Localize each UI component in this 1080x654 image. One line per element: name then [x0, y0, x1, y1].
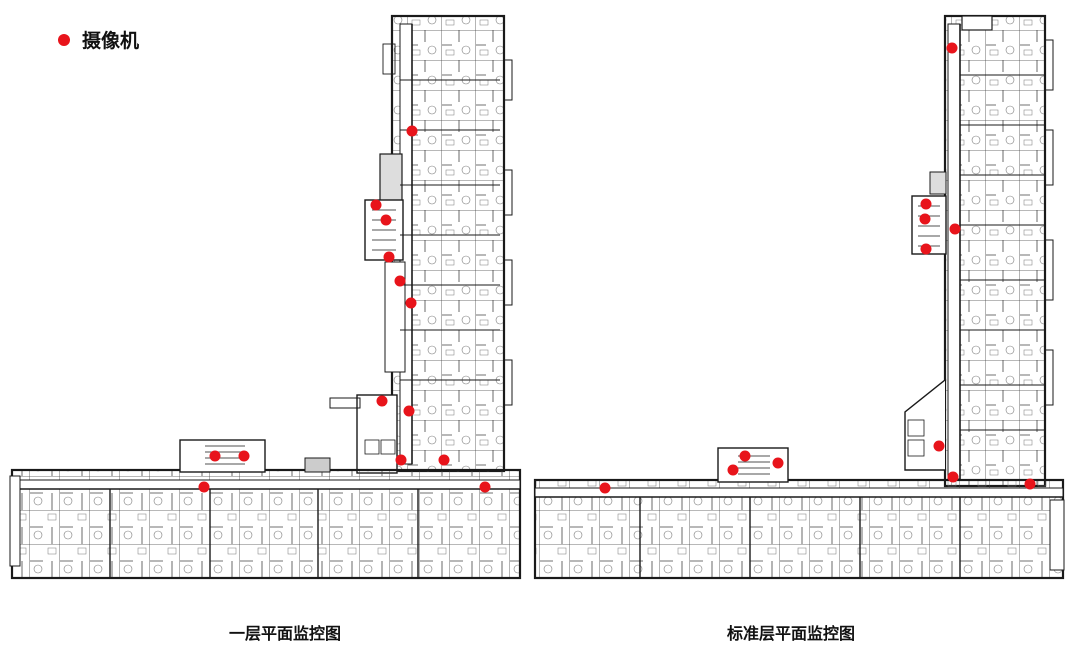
camera-marker: [376, 395, 388, 407]
camera-marker: [380, 214, 392, 226]
camera-marker: [920, 243, 932, 255]
camera-legend-marker-icon: [58, 33, 70, 46]
camera-marker: [405, 297, 417, 309]
camera-markers-floor1: [198, 125, 491, 493]
camera-marker: [394, 275, 406, 287]
camera-marker: [919, 213, 931, 225]
standard-floor-caption: 标准层平面监控图: [726, 624, 856, 643]
camera-marker: [727, 464, 739, 476]
camera-marker: [599, 482, 611, 494]
floor1-caption: 一层平面监控图: [228, 624, 342, 643]
standard-floor-plan: [533, 14, 1065, 580]
camera-marker: [479, 481, 491, 493]
camera-marker: [947, 471, 959, 483]
camera-marker: [209, 450, 221, 462]
camera-marker: [383, 251, 395, 263]
camera-marker: [949, 223, 961, 235]
floor1-plan: [9, 14, 522, 580]
camera-marker: [946, 42, 958, 54]
legend: 摄像机: [58, 26, 139, 53]
camera-marker: [772, 457, 784, 469]
camera-marker: [920, 198, 932, 210]
camera-marker: [406, 125, 418, 137]
camera-marker: [403, 405, 415, 417]
camera-marker: [198, 481, 210, 493]
camera-marker: [395, 454, 407, 466]
camera-marker: [933, 440, 945, 452]
camera-marker: [1024, 478, 1036, 490]
legend-label: 摄像机: [82, 30, 140, 52]
camera-marker: [238, 450, 250, 462]
camera-markers-standard: [599, 42, 1036, 494]
camera-marker: [370, 199, 382, 211]
camera-marker: [739, 450, 751, 462]
camera-marker: [438, 454, 450, 466]
